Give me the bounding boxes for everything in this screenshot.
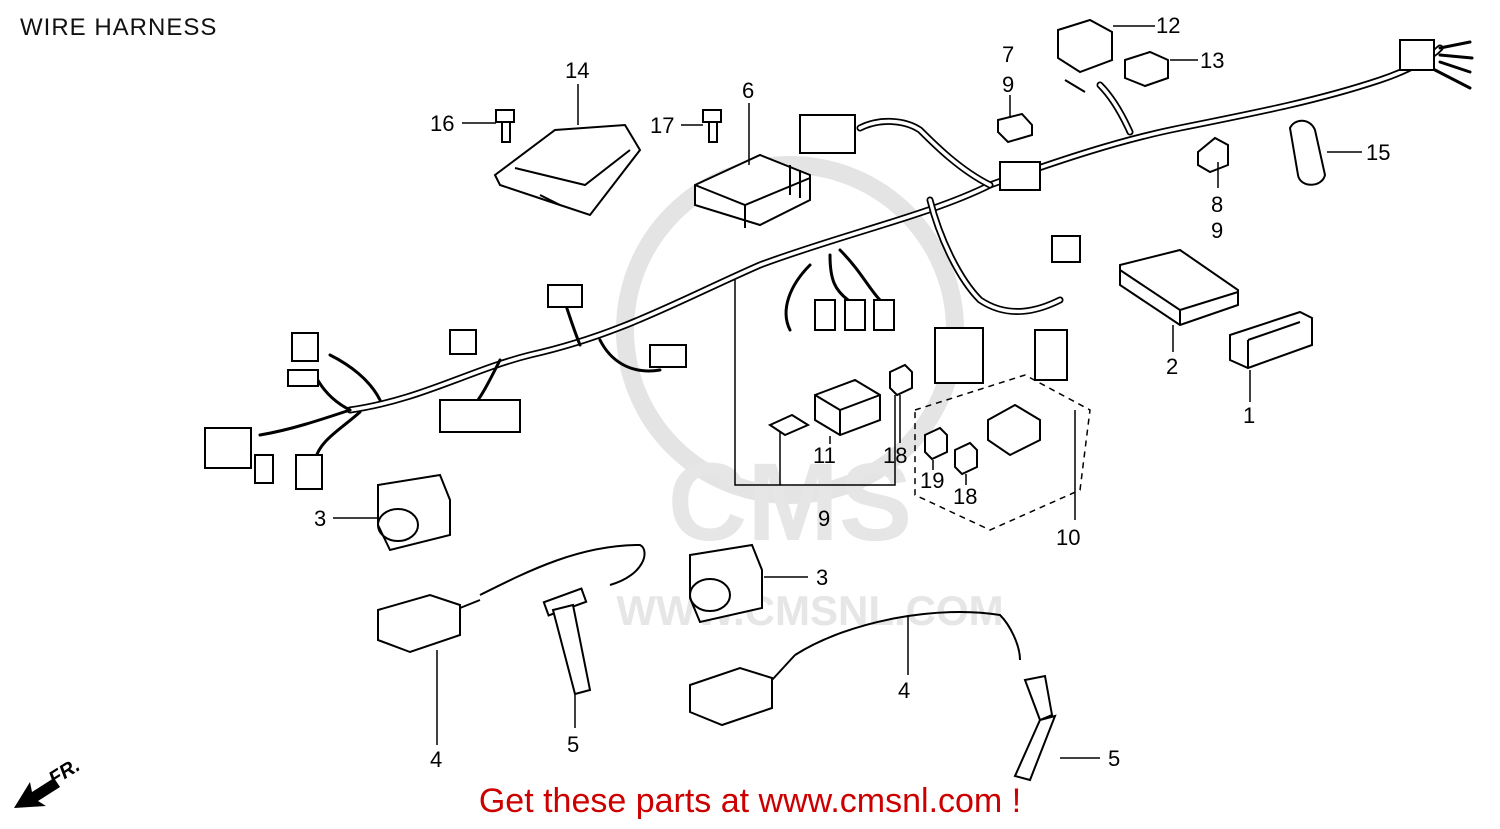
- part-14-bracket[interactable]: [493, 123, 642, 217]
- callout-4: 4: [898, 678, 910, 703]
- part-6-regulator[interactable]: [694, 153, 811, 228]
- part-12-relay[interactable]: [1057, 18, 1113, 93]
- harness-connector[interactable]: [799, 114, 856, 154]
- part-15-clamp[interactable]: [1288, 119, 1327, 186]
- callout-12: 12: [1156, 13, 1180, 38]
- harness-connector[interactable]: [204, 427, 252, 469]
- part-19-fuse[interactable]: [924, 426, 948, 461]
- page-title: WIRE HARNESS: [20, 14, 218, 41]
- harness-connector[interactable]: [873, 299, 895, 331]
- harness-connector[interactable]: [287, 369, 319, 387]
- watermark: CMS WWW.CMSNL.COM: [616, 156, 1004, 634]
- callout-11: 11: [813, 443, 836, 468]
- callout-9: 9: [1211, 218, 1223, 243]
- group-9-bracket: [734, 280, 896, 486]
- harness-connector[interactable]: [1399, 39, 1435, 71]
- callout-3: 3: [816, 565, 828, 590]
- part-4-ignition-coil[interactable]: [689, 610, 1057, 782]
- watermark-site: WWW.CMSNL.COM: [616, 587, 1003, 634]
- harness-connector[interactable]: [1034, 329, 1068, 381]
- callout-10: 10: [1056, 525, 1080, 550]
- callout-7: 7: [1002, 42, 1014, 67]
- callout-5: 5: [1108, 746, 1120, 771]
- watermark-logo: CMS: [668, 441, 912, 564]
- part-8-connector[interactable]: [1197, 136, 1229, 174]
- callout-2: 2: [1166, 354, 1178, 379]
- leader-lines: [333, 25, 1362, 759]
- harness-connector[interactable]: [649, 344, 687, 368]
- part-18-fuse[interactable]: [889, 363, 913, 397]
- part-18-fuse[interactable]: [954, 441, 978, 476]
- callout-17: 17: [650, 113, 674, 138]
- callout-19: 19: [920, 468, 944, 493]
- harness-connector[interactable]: [547, 284, 583, 308]
- harness-connector[interactable]: [814, 299, 836, 331]
- callout-labels: 1 2 3 3 4 4 5 5 6 7 9 8 9 9 10 11 12 13 …: [314, 13, 1390, 772]
- part-2-control-unit[interactable]: [1119, 248, 1239, 327]
- callout-1: 1: [1243, 403, 1255, 428]
- part-4-ignition-coil[interactable]: [377, 543, 646, 696]
- callout-14: 14: [565, 58, 589, 83]
- part-16-bolt[interactable]: [495, 109, 515, 143]
- part-1-cover[interactable]: [1229, 310, 1313, 370]
- part-9-pad[interactable]: [767, 413, 811, 437]
- part-11-relay[interactable]: [814, 378, 881, 437]
- harness-connector[interactable]: [449, 329, 477, 355]
- callout-6: 6: [742, 78, 754, 103]
- part-7-connector[interactable]: [997, 112, 1033, 144]
- callout-15: 15: [1366, 140, 1390, 165]
- harness-connector[interactable]: [934, 327, 984, 384]
- harness-connector[interactable]: [439, 399, 521, 433]
- callout-16: 16: [430, 111, 454, 136]
- callout-8: 8: [1211, 192, 1223, 217]
- harness-connector[interactable]: [291, 332, 319, 362]
- callout-9: 9: [818, 506, 830, 531]
- harness-connector[interactable]: [1051, 235, 1081, 263]
- callout-9: 9: [1002, 72, 1014, 97]
- part-3-grommet[interactable]: [689, 543, 763, 624]
- callout-13: 13: [1200, 48, 1224, 73]
- callout-18: 18: [953, 484, 977, 509]
- footer-link[interactable]: Get these parts at www.cmsnl.com !: [478, 782, 1022, 820]
- footer-banner: Get these parts at www.cmsnl.com !: [0, 782, 1500, 821]
- callout-18: 18: [883, 443, 907, 468]
- harness-connector[interactable]: [844, 299, 866, 331]
- harness-connector[interactable]: [999, 161, 1041, 191]
- part-17-bolt[interactable]: [702, 109, 722, 143]
- harness-connector[interactable]: [254, 454, 274, 484]
- main-wire-harness[interactable]: [204, 39, 1474, 490]
- part-10-fuse-box-group[interactable]: [914, 374, 1091, 531]
- part-13-relay[interactable]: [1124, 50, 1169, 88]
- part-3-grommet[interactable]: [377, 473, 451, 552]
- harness-connector[interactable]: [295, 454, 323, 490]
- callout-4: 4: [430, 747, 442, 772]
- callout-3: 3: [314, 506, 326, 531]
- callout-5: 5: [567, 732, 579, 757]
